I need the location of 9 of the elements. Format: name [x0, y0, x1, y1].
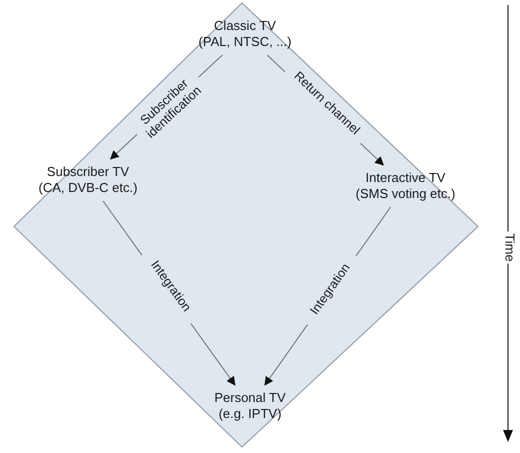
node-label: (PAL, NTSC, ...) [198, 34, 292, 50]
node-label: (SMS voting etc.) [356, 186, 456, 202]
node-label: (e.g. IPTV) [218, 406, 282, 422]
node-label: Interactive TV [366, 170, 446, 186]
node-label: Classic TV [214, 18, 276, 34]
node-label: (CA, DVB-C etc.) [38, 180, 138, 196]
node-label: Subscriber TV [46, 164, 130, 180]
axis-label: Time [502, 232, 518, 264]
node-label: Personal TV [214, 390, 286, 406]
